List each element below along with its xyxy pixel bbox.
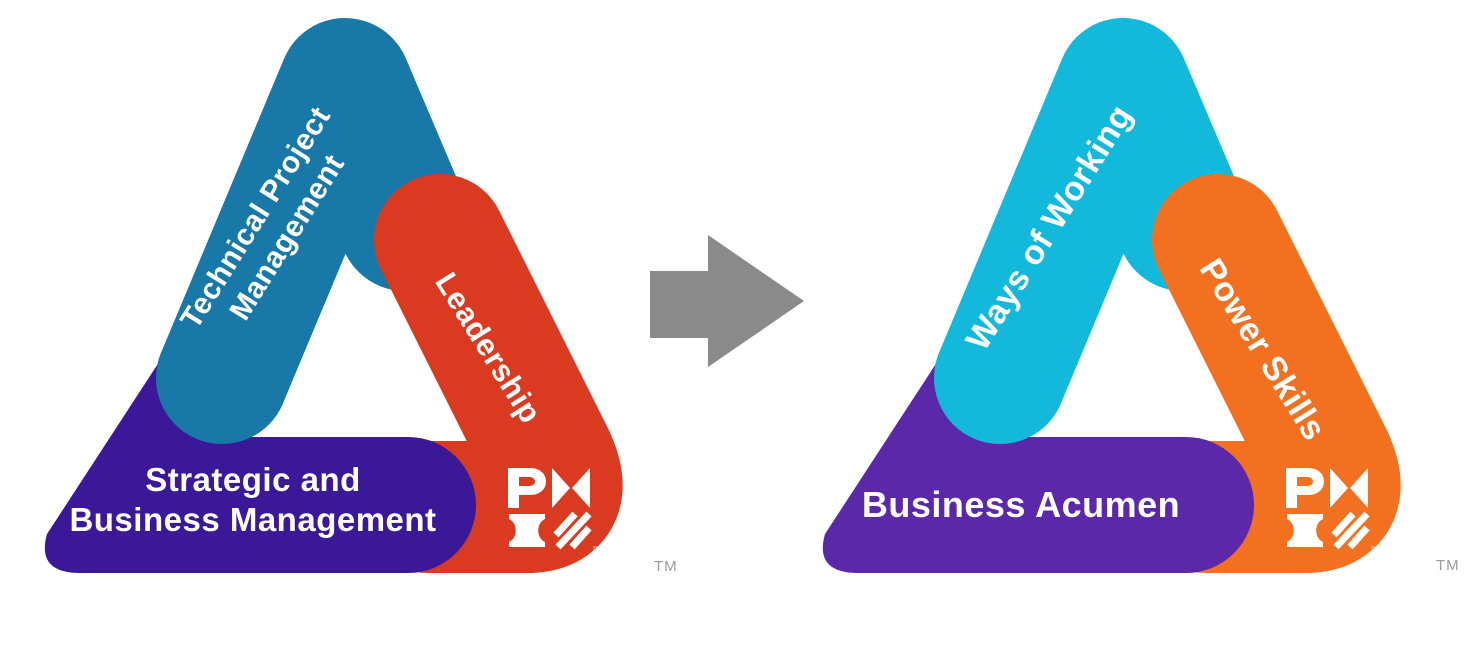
- right-arrow-icon: [650, 235, 804, 367]
- pmi-logo-bowtie-glyph: [1330, 468, 1368, 508]
- left-triangle-technical-bar-cap: [156, 312, 288, 444]
- pmi-logo-hourglass-glyph: [1287, 514, 1323, 547]
- pmi-logo-tm-superscript: ™: [1370, 545, 1378, 554]
- right-triangle-ways-bar-cap: [934, 312, 1066, 444]
- left-triangle: ™: [44, 18, 623, 573]
- pmi-logo-hourglass-glyph: [509, 514, 545, 547]
- pmi-logo: ™: [1286, 468, 1378, 554]
- trademark-left: TM: [654, 558, 678, 575]
- right-triangle-ways-bar: [934, 18, 1249, 444]
- pmi-logo-p-glyph: [1286, 468, 1324, 508]
- pmi-logo-tm-superscript: ™: [592, 545, 600, 554]
- pmi-logo-p-glyph: [508, 468, 546, 508]
- left-triangle-strategic-bar: [44, 356, 477, 573]
- trademark-right: TM: [1436, 557, 1460, 574]
- left-triangle-technical-bar: [156, 18, 471, 444]
- pmi-logo: ™: [508, 468, 600, 554]
- right-triangle-acumen-bar: [822, 356, 1254, 573]
- pmi-logo-stripes-glyph: [553, 511, 592, 550]
- pmi-logo-bowtie-glyph: [552, 468, 590, 508]
- right-triangle: ™: [822, 18, 1401, 573]
- pmi-logo-stripes-glyph: [1331, 511, 1370, 550]
